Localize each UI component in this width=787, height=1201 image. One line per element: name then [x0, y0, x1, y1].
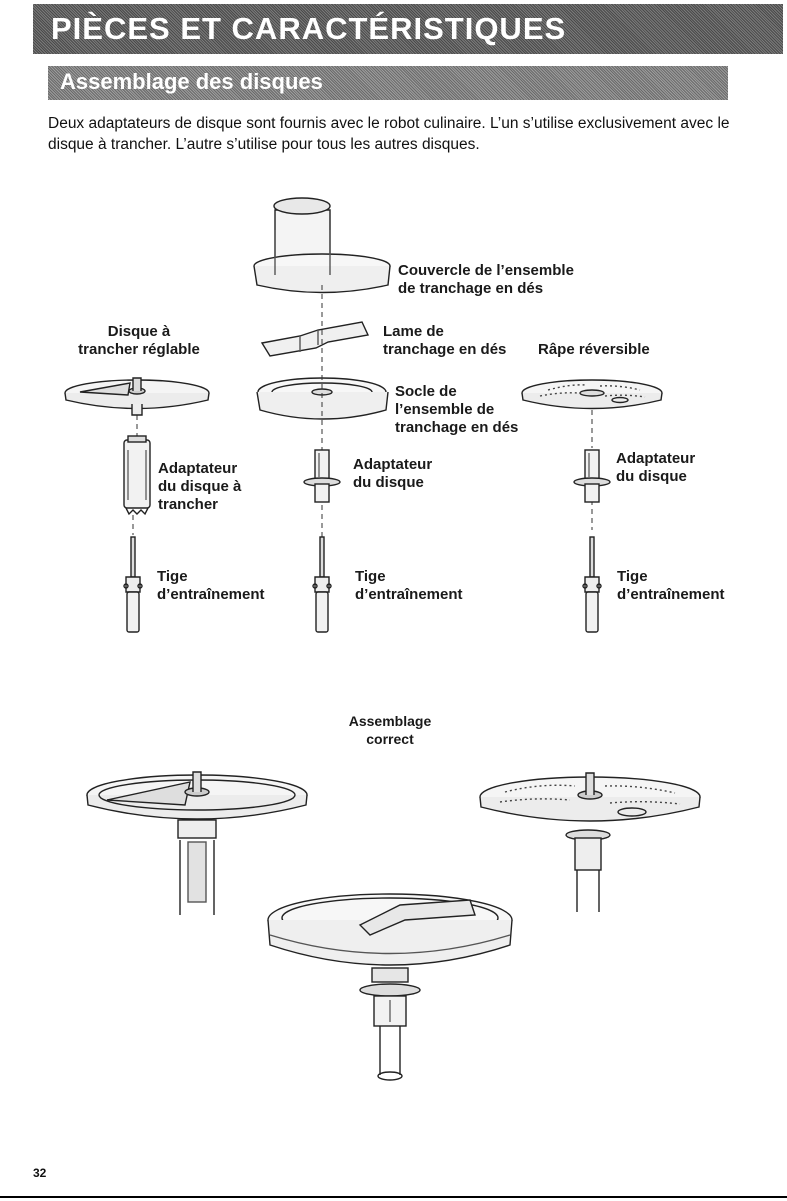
dicing-lid-icon	[253, 197, 391, 294]
label-disque-trancher: Disque à trancher réglable	[78, 323, 200, 358]
label-adaptateur-droite: Adaptateur du disque	[616, 450, 696, 485]
grating-disc-icon	[521, 379, 663, 410]
label-tige-droite: Tige d’entraînement	[617, 568, 725, 603]
label-socle: Socle de l’ensemble de tranchage en dés	[395, 383, 519, 436]
label-adaptateur-centre: Adaptateur du disque	[353, 456, 433, 491]
page-number: 32	[33, 1166, 47, 1180]
label-tige-centre: Tige d’entraînement	[355, 568, 463, 603]
grating-disc-icon	[479, 772, 701, 912]
slicing-disc-icon	[86, 771, 308, 915]
intro-paragraph: Deux adaptateurs de disque sont fournis …	[48, 115, 730, 153]
disc-adapter-icon	[303, 449, 341, 503]
drive-shaft-icon	[312, 536, 332, 633]
disc-adapter-icon	[123, 435, 151, 516]
section-banner: Assemblage des disques	[48, 66, 728, 100]
drive-shaft-icon	[123, 536, 143, 633]
label-tige-gauche: Tige d’entraînement	[157, 568, 265, 603]
drive-shaft-icon	[582, 536, 602, 633]
section-title: Assemblage des disques	[60, 69, 323, 94]
label-rape: Râpe réversible	[538, 341, 650, 358]
dicing-base-icon	[267, 893, 513, 1081]
slicing-disc-icon	[64, 377, 210, 416]
bottom-rule	[0, 1196, 787, 1198]
disc-adapter-icon	[573, 449, 611, 503]
dicing-blade-icon	[260, 321, 370, 357]
label-assemblage-correct: Assemblage correct	[348, 713, 432, 747]
label-adaptateur-trancher: Adaptateur du disque à trancher	[158, 460, 242, 513]
label-lame: Lame de tranchage en dés	[383, 323, 507, 358]
title-banner: PIÈCES ET CARACTÉRISTIQUES	[33, 4, 783, 54]
page-title: PIÈCES ET CARACTÉRISTIQUES	[51, 11, 567, 46]
label-couvercle: Couvercle de l’ensemble de tranchage en …	[398, 262, 574, 297]
